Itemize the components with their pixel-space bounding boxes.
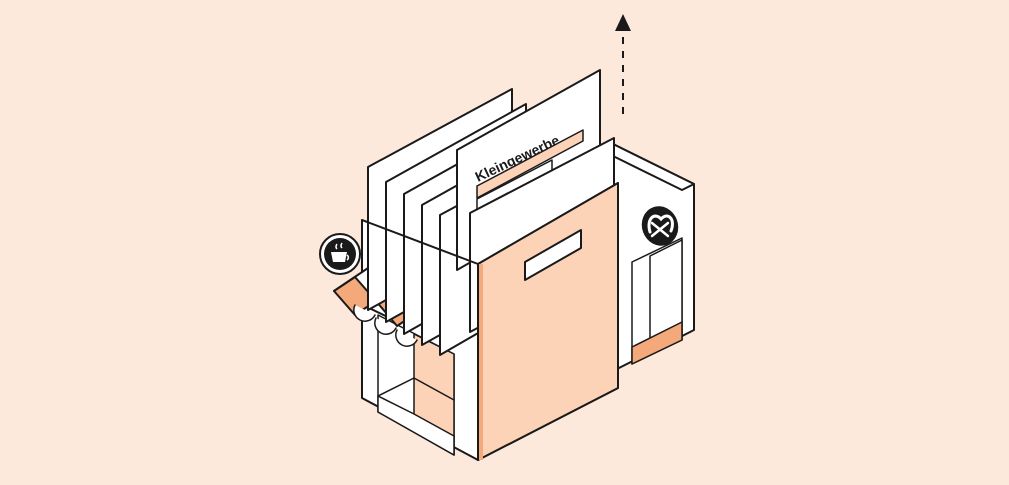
coffee-cup-icon xyxy=(319,233,361,275)
pretzel-icon xyxy=(641,206,679,246)
dashed-arrow-up-icon xyxy=(615,14,631,114)
front-panel xyxy=(361,182,619,461)
mail-slot xyxy=(524,229,582,281)
right-building xyxy=(610,142,695,373)
